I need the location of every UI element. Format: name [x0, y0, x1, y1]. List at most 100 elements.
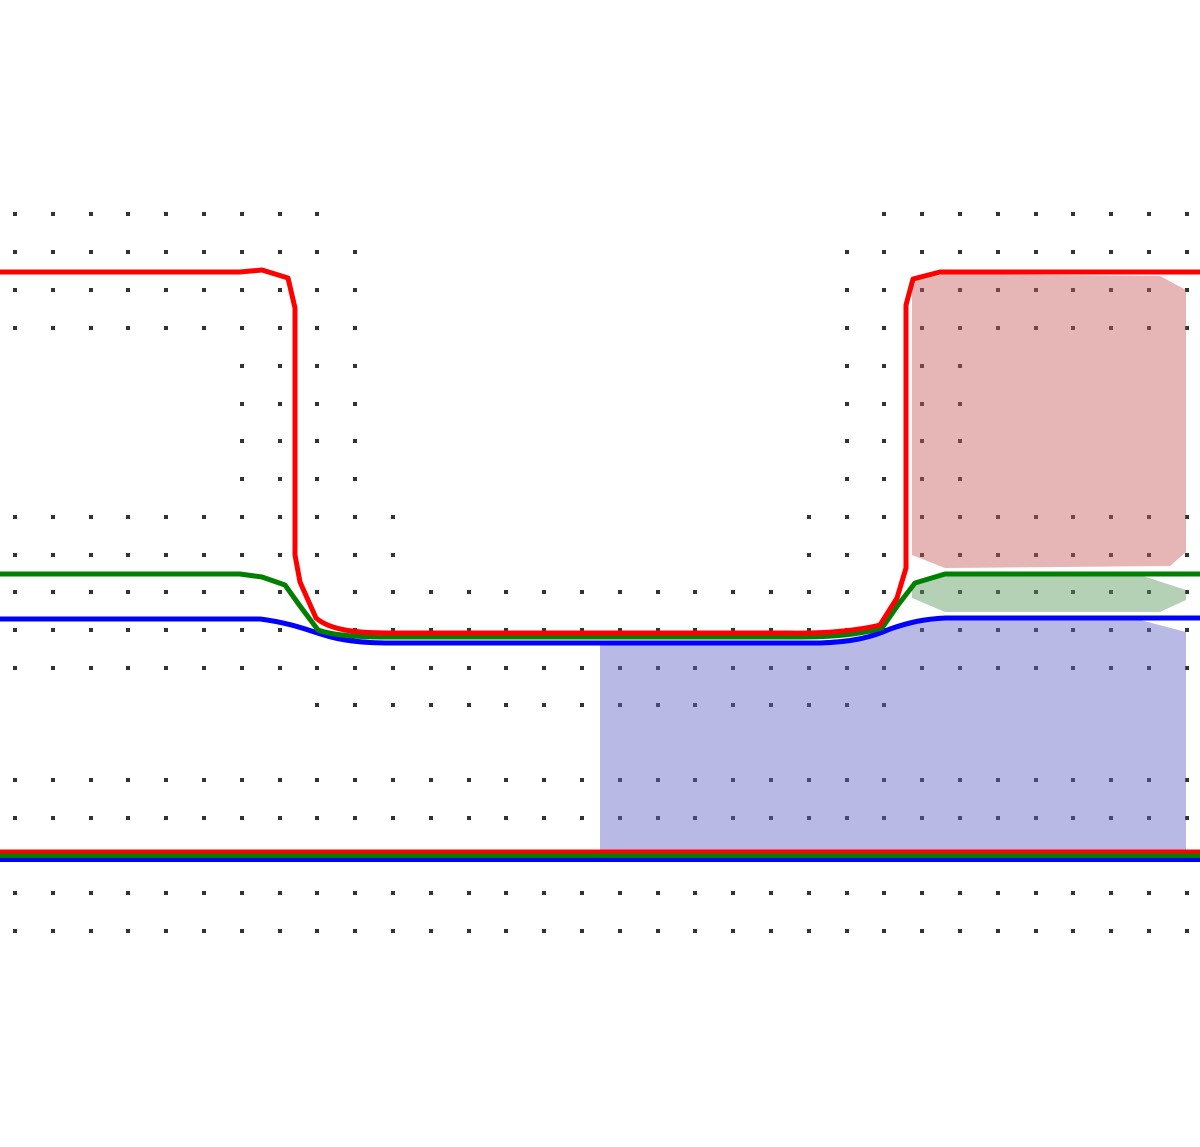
grid-dot [126, 212, 130, 216]
grid-dot [429, 666, 433, 670]
grid-dot [1147, 628, 1151, 632]
grid-dot [920, 212, 924, 216]
grid-dot [240, 590, 244, 594]
grid-dot [1185, 515, 1189, 519]
grid-dot [618, 666, 622, 670]
grid-dot [731, 929, 735, 933]
grid-dot [240, 402, 244, 406]
grid-dot [13, 891, 17, 895]
grid-dot [958, 212, 962, 216]
grid-dot [1071, 891, 1075, 895]
grid-dot [845, 703, 849, 707]
grid-dot [429, 628, 433, 632]
grid-dot [467, 891, 471, 895]
grid-dot [1109, 212, 1113, 216]
grid-dot [845, 326, 849, 330]
grid-dot [958, 439, 962, 443]
grid-dot [89, 515, 93, 519]
grid-dot [996, 816, 1000, 820]
grid-dot [353, 402, 357, 406]
grid-dot [656, 778, 660, 782]
grid-dot [958, 816, 962, 820]
grid-dot [1034, 326, 1038, 330]
grid-dot [656, 929, 660, 933]
grid-dot [1034, 929, 1038, 933]
grid-dot [1185, 212, 1189, 216]
grid-dot [315, 439, 319, 443]
grid-dot [429, 590, 433, 594]
grid-dot [882, 439, 886, 443]
grid-dot [391, 929, 395, 933]
grid-dot [920, 929, 924, 933]
grid-dot [958, 666, 962, 670]
grid-dot [1147, 288, 1151, 292]
grid-dot [1147, 816, 1151, 820]
grid-dot [920, 515, 924, 519]
grid-dot [1147, 929, 1151, 933]
grid-dot [920, 326, 924, 330]
grid-dot [656, 590, 660, 594]
grid-dot [958, 590, 962, 594]
grid-dot [958, 250, 962, 254]
grid-dot [1034, 553, 1038, 557]
grid-dot [164, 288, 168, 292]
grid-dot [202, 778, 206, 782]
grid-dot [278, 628, 282, 632]
grid-dot [958, 402, 962, 406]
grid-dot [315, 250, 319, 254]
grid-dot [656, 816, 660, 820]
grid-dot [882, 515, 886, 519]
grid-dot [542, 703, 546, 707]
grid-dot [1071, 929, 1075, 933]
grid-dot [240, 816, 244, 820]
grid-dots [13, 212, 1189, 933]
grid-dot [13, 250, 17, 254]
grid-dot [882, 288, 886, 292]
grid-dot [202, 891, 206, 895]
grid-dot [278, 816, 282, 820]
grid-dot [315, 553, 319, 557]
grid-dot [278, 364, 282, 368]
grid-dot [89, 929, 93, 933]
grid-dot [807, 703, 811, 707]
grid-dot [429, 929, 433, 933]
grid-dot [1109, 326, 1113, 330]
grid-dot [278, 590, 282, 594]
grid-dot [807, 666, 811, 670]
grid-dot [89, 288, 93, 292]
grid-dot [391, 628, 395, 632]
grid-dot [769, 929, 773, 933]
grid-dot [164, 212, 168, 216]
grid-dot [429, 778, 433, 782]
grid-dot [315, 212, 319, 216]
grid-dot [958, 326, 962, 330]
grid-dot [202, 553, 206, 557]
grid-dot [1185, 929, 1189, 933]
grid-dot [731, 703, 735, 707]
red-top-curve [0, 267, 1200, 636]
grid-dot [958, 288, 962, 292]
grid-dot [882, 778, 886, 782]
grid-dot [580, 703, 584, 707]
grid-dot [882, 929, 886, 933]
grid-dot [1071, 553, 1075, 557]
grid-dot [315, 778, 319, 782]
grid-dot [996, 891, 1000, 895]
grid-dot [1147, 326, 1151, 330]
grid-dot [126, 778, 130, 782]
grid-dot [845, 288, 849, 292]
grid-dot [278, 515, 282, 519]
grid-dot [580, 816, 584, 820]
grid-dot [353, 929, 357, 933]
grid-dot [51, 590, 55, 594]
grid-dot [240, 250, 244, 254]
grid-dot [353, 477, 357, 481]
grid-dot [1147, 666, 1151, 670]
grid-dot [882, 364, 886, 368]
grid-dot [240, 515, 244, 519]
grid-dot [126, 891, 130, 895]
grid-dot [13, 590, 17, 594]
grid-dot [958, 891, 962, 895]
grid-dot [542, 929, 546, 933]
grid-dot [1185, 590, 1189, 594]
